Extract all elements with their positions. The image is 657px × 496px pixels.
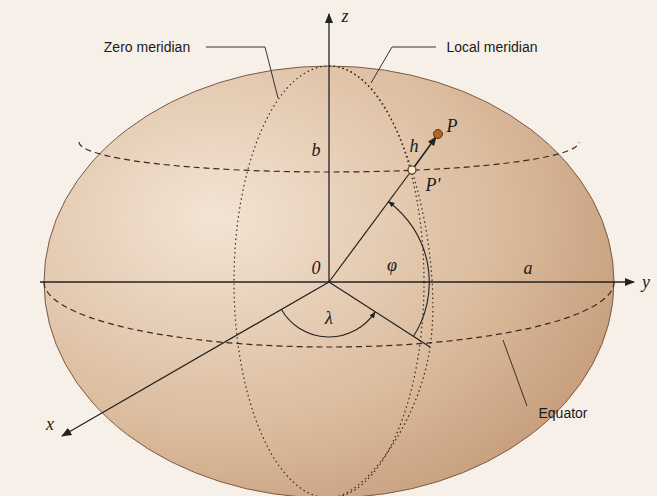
meridian-label: Zero meridian: [104, 40, 190, 54]
normal-line: [329, 170, 412, 282]
height-label: h: [410, 137, 419, 155]
equator-label: Equator: [538, 406, 587, 420]
semi-axis-label: a: [524, 259, 533, 277]
point-p: [434, 130, 443, 139]
equator-line: [44, 282, 614, 347]
point-label: P': [426, 176, 441, 194]
spacer: [225, 66, 329, 347]
x-axis: [62, 282, 329, 436]
axis-label: z: [341, 7, 348, 25]
z-axis: [328, 14, 329, 282]
leader-line: [371, 47, 436, 83]
angle-label: φ: [387, 256, 397, 274]
meridian-label: Local meridian: [446, 40, 537, 54]
axis-label: x: [46, 415, 54, 433]
leader-line: [206, 47, 278, 98]
angle-label: λ: [325, 309, 333, 327]
axis-label: y: [642, 273, 650, 291]
longitude-arm: [329, 282, 430, 347]
semi-axis-label: b: [312, 141, 321, 159]
origin-label: 0: [312, 259, 321, 277]
local-meridian: [329, 66, 433, 496]
leader-line: [503, 340, 527, 406]
longitude-arc: [281, 310, 375, 337]
point-label: P: [447, 117, 458, 135]
surface-point: [408, 166, 416, 174]
y-axis: [40, 281, 634, 282]
